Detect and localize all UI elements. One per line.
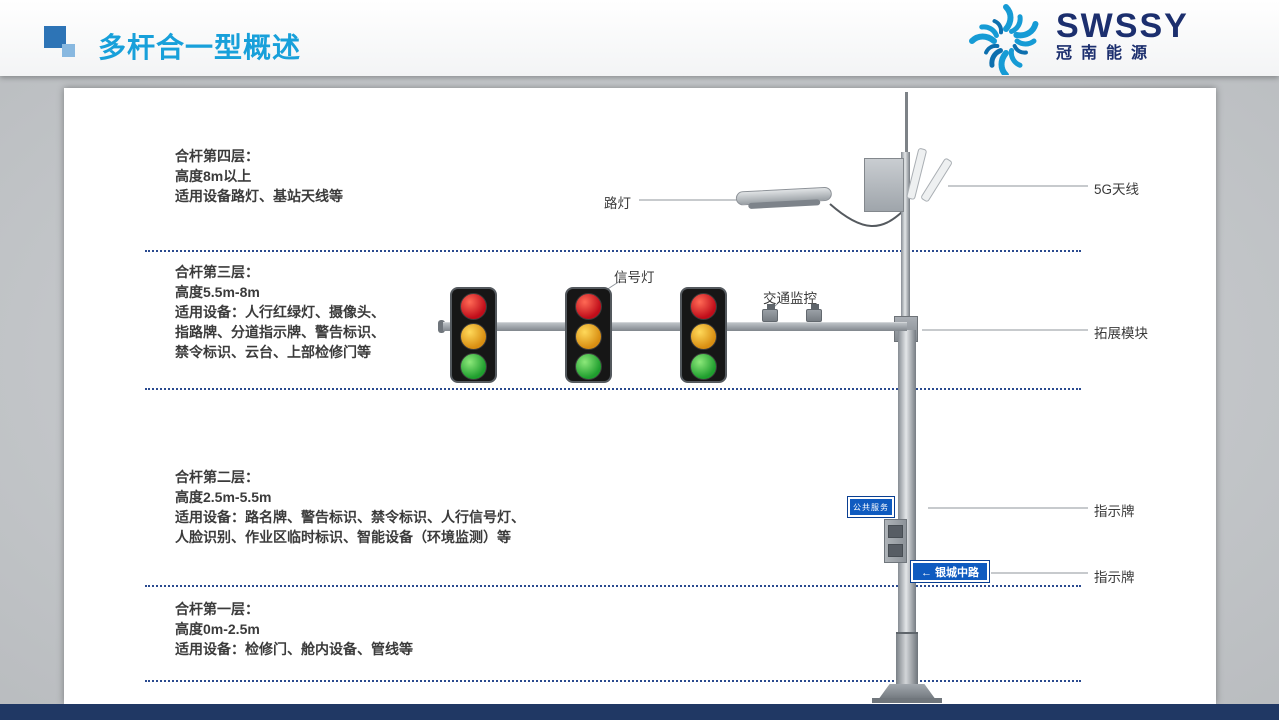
road-name-sign: ← 银城中路 [911, 561, 989, 582]
layer3-devices-line3: 禁令标识、云台、上部检修门等 [175, 344, 371, 360]
layer4-height: 高度8m以上 [175, 168, 252, 184]
arm-end-cap [438, 320, 445, 333]
equipment-slot [888, 525, 903, 538]
page-title: 多杆合一型概述 [98, 32, 302, 63]
camera-mount [811, 304, 819, 310]
layer-separator-3 [145, 585, 1081, 587]
layer2-devices-line1: 适用设备：路名牌、警告标识、禁令标识、人行信号灯、 [175, 509, 525, 525]
layer4-description: 合杆第四层： 高度8m以上 适用设备路灯、基站天线等 [175, 146, 343, 206]
slide-header: 多杆合一型概述 SWSSY 冠南能源 [0, 0, 1279, 76]
equipment-box [884, 519, 907, 563]
logo-company-name: 冠南能源 [1056, 45, 1157, 62]
traffic-light-head [450, 287, 497, 383]
layer3-height: 高度5.5m-8m [175, 284, 260, 300]
layer3-title: 合杆第三层： [175, 264, 259, 280]
pole-base-plate [872, 698, 942, 703]
street-lamp [735, 183, 836, 214]
equipment-slot [888, 544, 903, 557]
company-logo-burst-icon [969, 4, 1039, 75]
title-bullet-square-small [62, 44, 75, 57]
layer4-devices: 适用设备路灯、基站天线等 [175, 188, 343, 204]
red-light-icon [575, 293, 602, 320]
layer-separator-4 [145, 680, 1081, 682]
pole-lower-section [898, 330, 916, 640]
antenna-5g-fin [920, 157, 954, 203]
callout-5g-antenna: 5G天线 [1094, 182, 1140, 197]
callout-expansion-module: 拓展模块 [1094, 326, 1148, 341]
layer-separator-2 [145, 388, 1081, 390]
callout-sign-board-top: 指示牌 [1094, 504, 1135, 519]
traffic-light-head [565, 287, 612, 383]
traffic-light-head [680, 287, 727, 383]
layer3-devices-line1: 适用设备：人行红绿灯、摄像头、 [175, 304, 385, 320]
green-light-icon [690, 353, 717, 380]
traffic-camera-icon [762, 304, 778, 322]
traffic-camera-icon [806, 304, 822, 322]
footer-bar [0, 704, 1279, 720]
logo-brand-name: SWSSY [1056, 7, 1189, 45]
layer1-devices: 适用设备：检修门、舱内设备、管线等 [175, 641, 413, 657]
yellow-light-icon [460, 323, 487, 350]
content-panel: 合杆第四层： 高度8m以上 适用设备路灯、基站天线等 合杆第三层： 高度5.5m… [64, 88, 1216, 704]
red-light-icon [460, 293, 487, 320]
yellow-light-icon [575, 323, 602, 350]
title-bullet-square-large [44, 26, 66, 48]
layer2-height: 高度2.5m-5.5m [175, 489, 272, 505]
layer3-devices-line2: 指路牌、分道指示牌、警告标识、 [175, 324, 385, 340]
layer1-title: 合杆第一层： [175, 601, 259, 617]
callout-signal-light: 信号灯 [614, 270, 655, 285]
red-light-icon [690, 293, 717, 320]
signal-arm [443, 322, 907, 331]
layer4-title: 合杆第四层： [175, 148, 259, 164]
pole-base-sleeve [896, 632, 918, 686]
pole-upper-section [901, 152, 910, 332]
yellow-light-icon [690, 323, 717, 350]
layer1-description: 合杆第一层： 高度0m-2.5m 适用设备：检修门、舱内设备、管线等 [175, 599, 413, 659]
layer1-height: 高度0m-2.5m [175, 621, 260, 637]
camera-mount [767, 304, 775, 310]
company-logo-text: SWSSY 冠南能源 [1056, 8, 1216, 64]
callout-street-lamp: 路灯 [604, 196, 631, 211]
layer2-title: 合杆第二层： [175, 469, 259, 485]
layer2-devices-line2: 人脸识别、作业区临时标识、智能设备（环境监测）等 [175, 529, 511, 545]
callout-sign-board-bottom: 指示牌 [1094, 570, 1135, 585]
layer-separator-1 [145, 250, 1081, 252]
service-sign: 公共服务 [848, 497, 894, 517]
layer3-description: 合杆第三层： 高度5.5m-8m 适用设备：人行红绿灯、摄像头、 指路牌、分道指… [175, 262, 385, 362]
layer2-description: 合杆第二层： 高度2.5m-5.5m 适用设备：路名牌、警告标识、禁令标识、人行… [175, 467, 525, 547]
pole-base-flange [878, 684, 936, 700]
pole-top-rod [905, 92, 908, 162]
green-light-icon [460, 353, 487, 380]
callout-traffic-monitor: 交通监控 [763, 291, 817, 306]
antenna-5g-box [864, 158, 904, 212]
green-light-icon [575, 353, 602, 380]
